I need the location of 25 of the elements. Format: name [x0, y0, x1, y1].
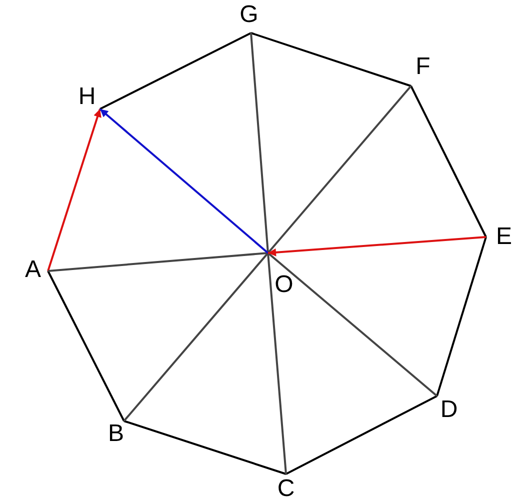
point-label: D	[440, 398, 458, 422]
line-segment	[436, 236, 487, 396]
line-segment	[100, 32, 252, 110]
line-segment	[410, 86, 487, 238]
line-segment	[124, 420, 286, 475]
line-segment	[286, 395, 438, 475]
line-segment	[267, 252, 287, 474]
vector-arrow	[99, 108, 269, 254]
line-segment	[267, 252, 438, 397]
point-label: B	[108, 422, 124, 446]
line-segment	[250, 32, 412, 87]
point-label: O	[274, 273, 294, 297]
point-label: H	[78, 85, 96, 109]
line-segment	[267, 85, 412, 254]
point-label: E	[496, 225, 512, 249]
point-label: A	[25, 258, 41, 282]
point-label: F	[416, 55, 430, 79]
vector-arrow	[268, 236, 486, 256]
point-label: C	[277, 477, 295, 501]
line-segment	[123, 252, 269, 422]
vector-arrow	[47, 108, 102, 272]
point-label: G	[240, 3, 258, 27]
line-segment	[48, 252, 268, 272]
line-segment	[47, 270, 125, 422]
line-segment	[250, 32, 269, 254]
